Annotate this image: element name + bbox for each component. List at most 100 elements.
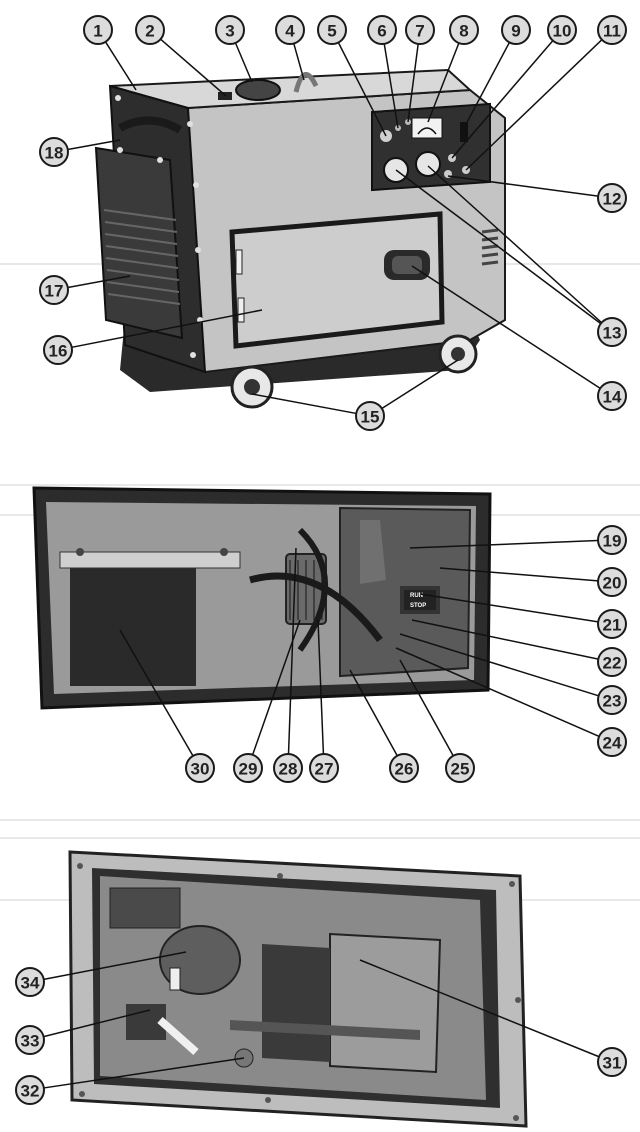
- callout-circle: [309, 753, 339, 783]
- leader-line-12: [447, 175, 599, 197]
- callout-10: 10: [547, 15, 577, 45]
- leader-line-11: [465, 39, 603, 171]
- callout-number: 12: [603, 190, 622, 209]
- callout-33: 33: [15, 1025, 45, 1055]
- callout-circle: [597, 381, 627, 411]
- callout-circle: [43, 335, 73, 365]
- callout-number: 25: [451, 760, 470, 779]
- callout-12: 12: [597, 183, 627, 213]
- callout-circle: [39, 137, 69, 167]
- callout-6: 6: [367, 15, 397, 45]
- callout-number: 5: [327, 22, 336, 41]
- wheels: [230, 334, 478, 409]
- callout-16: 16: [43, 335, 73, 365]
- callout-circle: [83, 15, 113, 45]
- callout-circle: [367, 15, 397, 45]
- leader-line-28: [287, 547, 297, 755]
- callout-number: 17: [45, 282, 64, 301]
- callout-25: 25: [445, 753, 475, 783]
- callout-number: 20: [603, 574, 622, 593]
- generator-exterior: [94, 68, 506, 409]
- callout-number: 24: [603, 734, 622, 753]
- callout-number: 13: [603, 324, 622, 343]
- leader-line-31: [359, 959, 600, 1058]
- callout-number: 1: [93, 22, 102, 41]
- callout-circle: [597, 685, 627, 715]
- callout-circle: [185, 753, 215, 783]
- leader-line-10: [451, 40, 554, 159]
- leader-line-25: [399, 659, 454, 757]
- callout-29: 29: [233, 753, 263, 783]
- callout-number: 15: [361, 408, 380, 427]
- leader-line-23: [399, 633, 599, 697]
- callout-circle: [39, 275, 69, 305]
- callout-28: 28: [273, 753, 303, 783]
- callout-number: 29: [239, 760, 258, 779]
- callout-number: 22: [603, 654, 622, 673]
- callout-3: 3: [215, 15, 245, 45]
- callout-circle: [15, 967, 45, 997]
- leader-line-13: [427, 165, 603, 324]
- leader-line-26: [349, 669, 398, 757]
- callout-5: 5: [317, 15, 347, 45]
- run-label: RUN: [410, 593, 423, 599]
- leader-line-16: [71, 309, 263, 349]
- callout-circle: [597, 317, 627, 347]
- callout-number: 26: [395, 760, 414, 779]
- alternator-bay-view: [68, 850, 528, 1128]
- callout-circle: [501, 15, 531, 45]
- leader-line-19: [409, 539, 599, 549]
- callout-13: 13: [597, 317, 627, 347]
- callout-24: 24: [597, 727, 627, 757]
- callout-circle: [597, 525, 627, 555]
- callout-11: 11: [597, 15, 627, 45]
- callout-27: 27: [309, 753, 339, 783]
- callout-number: 32: [21, 1082, 40, 1101]
- leader-line-15: [381, 359, 459, 410]
- callout-circle: [445, 753, 475, 783]
- callout-number: 19: [603, 532, 622, 551]
- callout-17: 17: [39, 275, 69, 305]
- leader-line-7: [407, 43, 419, 123]
- leader-line-8: [427, 42, 460, 123]
- callout-14: 14: [597, 381, 627, 411]
- leader-line-4: [293, 43, 305, 81]
- leader-line-9: [463, 42, 511, 129]
- callout-number: 18: [45, 144, 64, 163]
- callout-number: 6: [377, 22, 386, 41]
- callout-32: 32: [15, 1075, 45, 1105]
- callout-31: 31: [597, 1047, 627, 1077]
- callout-number: 11: [603, 22, 621, 41]
- callout-circle: [597, 727, 627, 757]
- callout-15: 15: [355, 401, 385, 431]
- grille-slats: [103, 209, 181, 305]
- callout-number: 14: [603, 388, 622, 407]
- callout-20: 20: [597, 567, 627, 597]
- engine-bay-view: RUN STOP: [32, 486, 492, 710]
- callout-circle: [355, 401, 385, 431]
- leader-line-2: [160, 38, 227, 97]
- callout-26: 26: [389, 753, 419, 783]
- callout-22: 22: [597, 647, 627, 677]
- leader-line-18: [67, 139, 121, 151]
- callout-19: 19: [597, 525, 627, 555]
- callout-circle: [15, 1025, 45, 1055]
- callout-number: 9: [511, 22, 520, 41]
- callout-number: 7: [415, 22, 424, 41]
- callout-30: 30: [185, 753, 215, 783]
- callout-number: 23: [603, 692, 622, 711]
- callout-circle: [233, 753, 263, 783]
- leader-line-27: [317, 619, 325, 755]
- callout-23: 23: [597, 685, 627, 715]
- callout-7: 7: [405, 15, 435, 45]
- callout-circle: [317, 15, 347, 45]
- callout-number: 34: [21, 974, 40, 993]
- panel-bolts: [77, 863, 521, 1121]
- callout-1: 1: [83, 15, 113, 45]
- leader-line-1: [104, 41, 137, 91]
- leader-line-30: [119, 629, 194, 757]
- leader-line-13: [395, 169, 602, 325]
- callout-9: 9: [501, 15, 531, 45]
